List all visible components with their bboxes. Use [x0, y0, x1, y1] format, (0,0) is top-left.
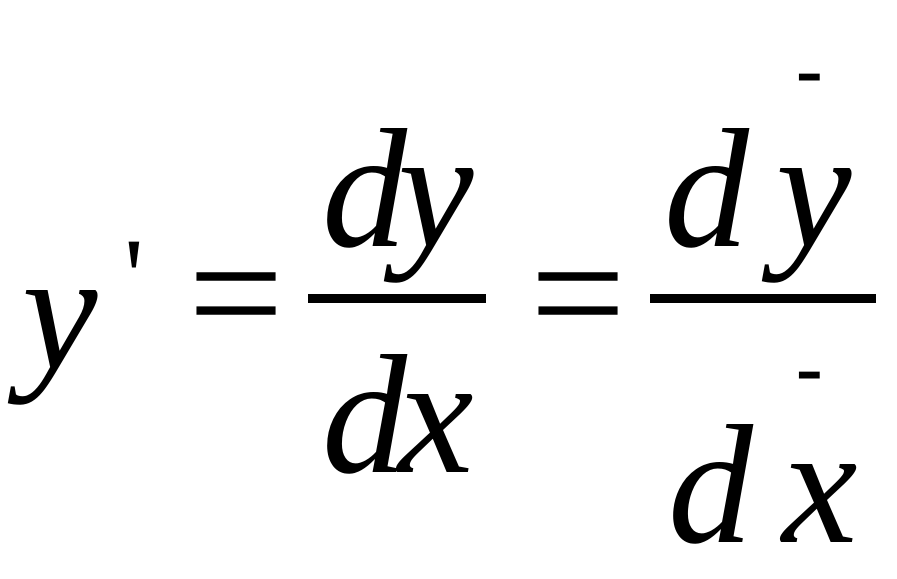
frac2-denominator-x: x — [782, 391, 858, 579]
prime-mark: ' — [124, 216, 144, 338]
equals-sign-1: = — [188, 199, 284, 387]
frac2-denominator-accent: - — [796, 324, 823, 412]
frac1-denominator-d: d — [322, 321, 407, 509]
lhs-variable-y: y — [22, 217, 98, 405]
derivative-equation: y ' = d y d x = - d y - d x — [22, 26, 876, 570]
frac1-denominator-x: x — [398, 321, 474, 509]
frac1-numerator-d: d — [322, 95, 407, 283]
frac2-numerator-d: d — [664, 95, 749, 283]
equals-sign-2: = — [530, 199, 626, 387]
frac2-denominator-d: d — [668, 391, 753, 579]
frac1-bar — [308, 294, 486, 303]
frac2-numerator-y: y — [776, 95, 852, 283]
frac1-numerator-y: y — [398, 95, 474, 283]
frac2-numerator-accent: - — [796, 26, 823, 114]
frac2-bar — [650, 294, 876, 303]
